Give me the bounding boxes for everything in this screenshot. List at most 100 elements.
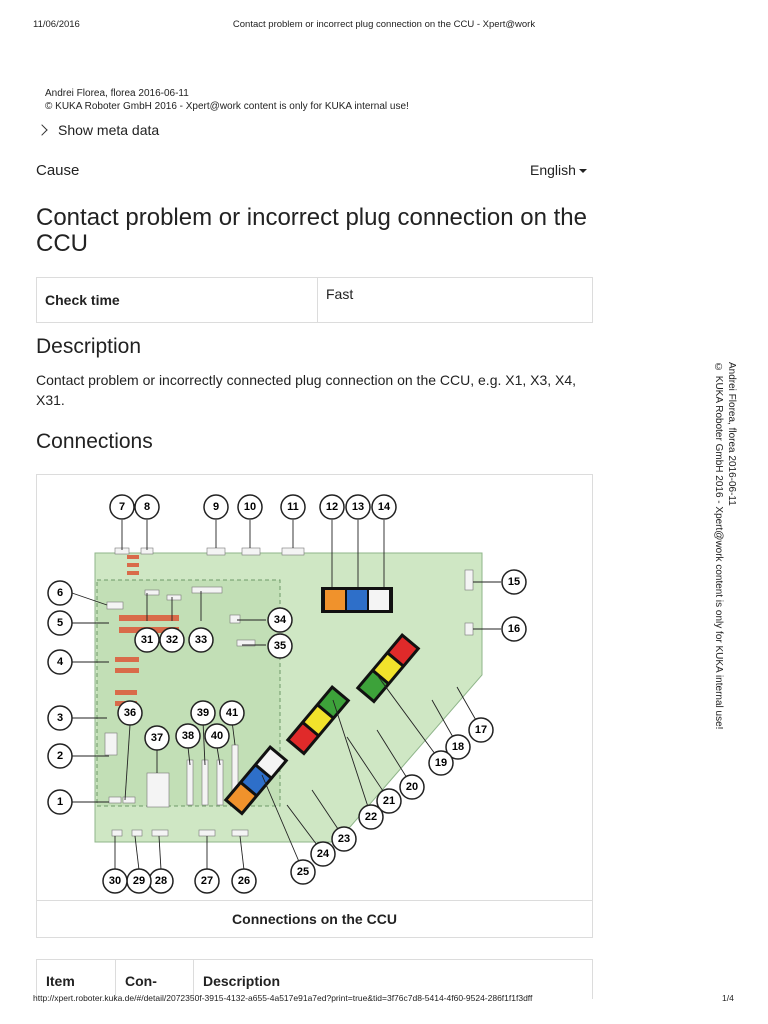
show-meta-data-toggle[interactable]: Show meta data (36, 122, 160, 138)
callout-37: 37 (144, 725, 170, 751)
connector-blue (347, 590, 367, 610)
item-table-header: Item Con- Description (36, 959, 593, 999)
callout-27: 27 (194, 868, 220, 894)
svg-text:8: 8 (144, 501, 150, 513)
callout-34: 34 (267, 607, 293, 633)
callout-12: 12 (319, 494, 345, 520)
caret-down-icon (578, 169, 587, 174)
callout-25: 25 (290, 859, 316, 885)
print-url: http://xpert.roboter.kuka.de/#/detail/20… (33, 993, 533, 1003)
svg-text:21: 21 (383, 795, 395, 807)
svg-text:20: 20 (406, 781, 418, 793)
svg-text:26: 26 (238, 875, 250, 887)
col-connector: Con- (125, 973, 157, 989)
col-divider (193, 960, 194, 999)
callout-32: 32 (159, 627, 185, 653)
svg-text:39: 39 (197, 707, 209, 719)
callout-24: 24 (310, 841, 336, 867)
callout-36: 36 (117, 700, 143, 726)
copyright-line: © KUKA Roboter GmbH 2016 - Xpert@work co… (45, 101, 409, 112)
svg-text:25: 25 (297, 866, 309, 878)
svg-text:38: 38 (182, 730, 194, 742)
callout-19: 19 (428, 750, 454, 776)
callout-17: 17 (468, 717, 494, 743)
svg-text:30: 30 (109, 875, 121, 887)
callout-39: 39 (190, 700, 216, 726)
top-connectors (104, 547, 474, 837)
callout-5: 5 (47, 610, 73, 636)
callout-40: 40 (204, 723, 230, 749)
svg-text:9: 9 (213, 501, 219, 513)
svg-text:16: 16 (508, 623, 520, 635)
svg-text:12: 12 (326, 501, 338, 513)
callout-41: 41 (219, 700, 245, 726)
col-item: Item (46, 973, 75, 989)
svg-text:22: 22 (365, 811, 377, 823)
watermark-line-1: Andrei Florea, florea 2016-06-11 (726, 362, 737, 506)
svg-text:5: 5 (57, 617, 63, 629)
chevron-right-icon (36, 124, 48, 136)
svg-text:33: 33 (195, 634, 207, 646)
callout-3: 3 (47, 705, 73, 731)
callout-10: 10 (237, 494, 263, 520)
svg-text:18: 18 (452, 741, 464, 753)
callout-33: 33 (188, 627, 214, 653)
col-description: Description (203, 973, 281, 989)
svg-text:35: 35 (274, 640, 286, 652)
svg-text:3: 3 (57, 712, 63, 724)
svg-text:28: 28 (155, 875, 167, 887)
watermark-line-2: © KUKA Roboter GmbH 2016 - Xpert@work co… (713, 362, 724, 730)
section-label: Cause (36, 162, 80, 179)
author-line: Andrei Florea, florea 2016-06-11 (45, 88, 189, 99)
print-title: Contact problem or incorrect plug connec… (232, 19, 536, 30)
callout-1: 1 (47, 789, 73, 815)
connections-heading: Connections (36, 430, 153, 453)
connector-white (369, 590, 389, 610)
col-divider (115, 960, 116, 999)
svg-text:36: 36 (124, 707, 136, 719)
svg-text:40: 40 (211, 730, 223, 742)
svg-text:4: 4 (57, 656, 64, 668)
svg-text:17: 17 (475, 724, 487, 736)
svg-text:24: 24 (317, 848, 330, 860)
svg-text:13: 13 (352, 501, 364, 513)
print-date: 11/06/2016 (33, 19, 80, 30)
svg-text:2: 2 (57, 750, 63, 762)
callout-28: 28 (148, 868, 174, 894)
svg-text:19: 19 (435, 757, 447, 769)
callout-21: 21 (376, 788, 402, 814)
svg-text:11: 11 (287, 501, 299, 513)
check-time-table: Check time Fast (36, 277, 593, 323)
callout-35: 35 (267, 633, 293, 659)
callout-31: 31 (134, 627, 160, 653)
connector-orange (325, 590, 345, 610)
check-time-key: Check time (36, 277, 318, 323)
show-meta-data-label: Show meta data (58, 122, 160, 138)
svg-text:15: 15 (508, 576, 520, 588)
svg-text:41: 41 (226, 707, 238, 719)
svg-text:27: 27 (201, 875, 213, 887)
callout-23: 23 (331, 826, 357, 852)
svg-text:10: 10 (244, 501, 256, 513)
language-dropdown[interactable]: English (530, 162, 587, 178)
svg-text:31: 31 (141, 634, 153, 646)
connector-group-23-25 (223, 745, 289, 816)
callout-22: 22 (358, 804, 384, 830)
watermark: Andrei Florea, florea 2016-06-11 © KUKA … (712, 362, 738, 729)
callout-11: 11 (280, 494, 306, 520)
callout-26: 26 (231, 868, 257, 894)
ccu-diagram: 1 2 3 4 5 6 7 8 9 10 11 12 13 14 15 16 1… (36, 474, 593, 900)
table-row: Check time Fast (36, 277, 593, 323)
svg-text:23: 23 (338, 833, 350, 845)
svg-text:7: 7 (119, 501, 125, 513)
description-heading: Description (36, 335, 142, 358)
check-time-value: Fast (317, 277, 593, 323)
callout-38: 38 (175, 723, 201, 749)
svg-text:29: 29 (133, 875, 145, 887)
callout-30: 30 (102, 868, 128, 894)
svg-text:34: 34 (274, 614, 287, 626)
language-label: English (530, 162, 576, 178)
callout-2: 2 (47, 743, 73, 769)
svg-text:14: 14 (378, 501, 391, 513)
meta-info: Andrei Florea, florea 2016-06-11 © KUKA … (45, 87, 409, 113)
